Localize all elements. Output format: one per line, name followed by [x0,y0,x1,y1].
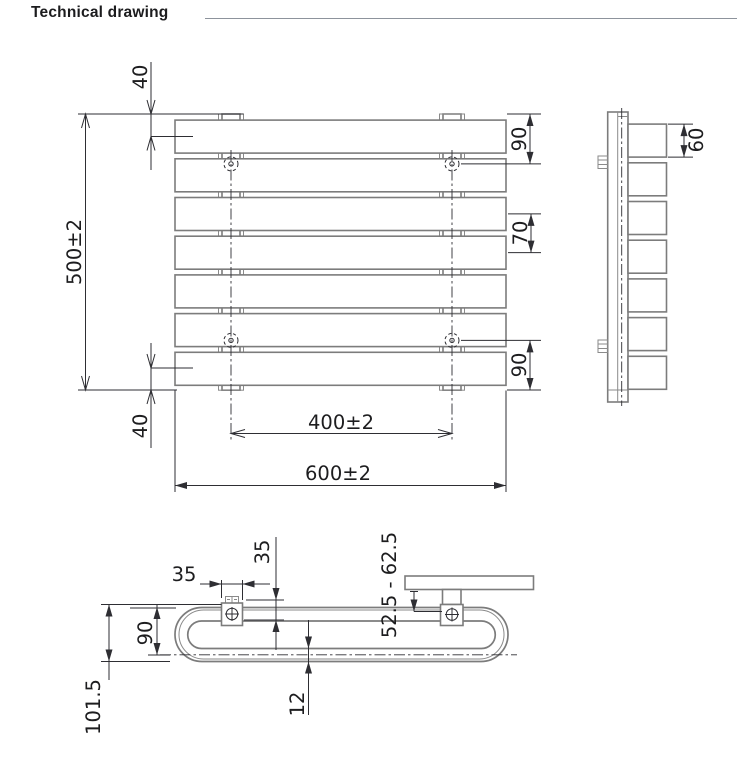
dim-top-bracket: 90 [508,114,534,164]
side-bar [627,316,668,352]
dim-label-bottom-bracket: 90 [508,353,531,378]
dim-bracket-spacing: 400±2 [229,411,454,438]
dim-label-overall-height: 500±2 [63,219,86,285]
dim-label-top-offset: 40 [129,65,152,90]
dim-bottom-offset: 40 [129,343,193,448]
dim-label-overall-depth: 101.5 [82,679,105,735]
dim-label-bottom-offset: 40 [129,414,152,439]
bar [174,158,507,193]
profile-bracket-left [220,596,244,627]
wall-plate [404,575,535,591]
bar [174,274,507,309]
page-title: Technical drawing [31,4,169,21]
dim-overall-width: 600±2 [174,390,507,492]
dim-bar-height: 60 [668,123,708,158]
dim-label-bar-depth: 90 [134,621,157,646]
side-bar [627,200,668,236]
dim-wall-clearance: 52.5 - 62.5 [378,532,442,638]
side-bar [627,162,668,197]
dim-overall-height: 500±2 [63,112,90,392]
dim-top-offset: 40 [129,62,193,170]
dim-label-bracket-spacing: 400±2 [308,411,374,434]
dim-bracket-depth: 35 [244,537,284,650]
dim-label-bar-thickness: 12 [286,692,309,717]
dim-overall-depth: 101.5 [82,604,113,735]
profile-view: 35 35 90 101.5 [82,532,535,735]
side-wall-bracket-top [597,155,609,169]
bars [174,119,507,387]
side-bar [627,278,668,313]
mounting-holes [223,156,460,348]
bar-loop-inner [186,620,497,650]
bar [174,119,507,154]
side-bar [627,123,668,158]
dim-bar-depth: 90 [134,604,161,655]
profile-bracket-right [404,575,535,627]
dim-label-overall-width: 600±2 [305,462,371,485]
dim-label-bracket-depth: 35 [251,540,274,565]
bracket-stem [441,588,462,606]
dim-label-wall-clearance: 52.5 - 62.5 [378,532,401,638]
bar [174,312,507,348]
title-rule [205,18,737,19]
side-bars [627,123,668,391]
dim-bottom-bracket: 90 [508,340,534,390]
side-wall-bracket-bottom [597,339,609,353]
bar-loop-wall [178,609,505,660]
dim-label-bar-pitch: 70 [509,221,532,246]
side-view: 60 [597,108,708,406]
bar-loop-outer [174,606,509,663]
dim-bar-thickness: 12 [286,620,312,716]
dim-label-top-bracket: 90 [508,127,531,152]
side-bar [627,355,668,391]
bar [174,235,507,270]
dim-label-bar-height: 60 [685,128,708,153]
dim-bracket-width: 35 [172,563,270,600]
front-view: 500±2 40 40 90 [63,62,541,492]
dim-label-bracket-width: 35 [172,563,197,586]
bar [174,351,507,387]
dim-bar-pitch: 70 [509,213,535,253]
bar [174,196,507,232]
side-bar [627,239,668,274]
